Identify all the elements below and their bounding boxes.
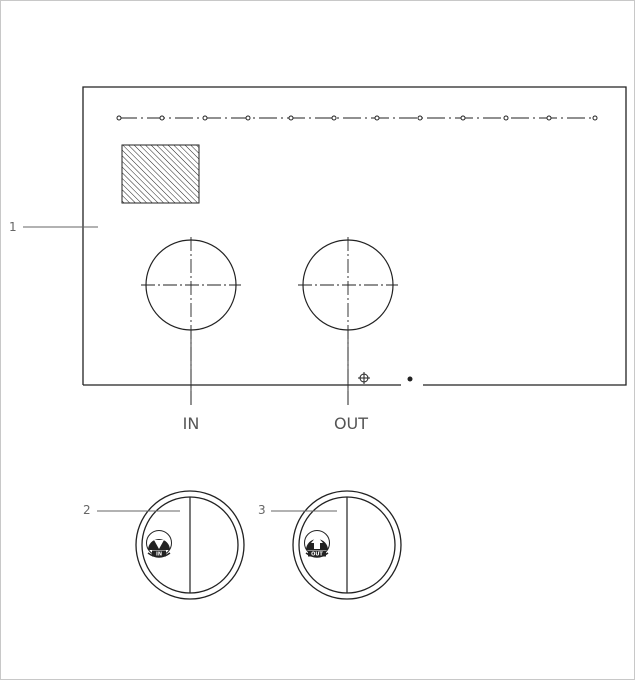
port-out-label: OUT <box>334 414 368 433</box>
mounting-hole <box>202 115 208 121</box>
panel-outline <box>82 86 627 386</box>
port-in <box>141 237 241 405</box>
cap-out-text: OUT <box>311 552 323 558</box>
cap-in: IN <box>135 490 245 600</box>
mounting-hole <box>592 115 598 121</box>
callout-number-2: 2 <box>83 503 91 517</box>
mounting-hole <box>159 115 165 121</box>
mounting-hole <box>460 115 466 121</box>
cap-in-text: IN <box>156 552 162 558</box>
cap-out: OUT <box>292 490 402 600</box>
mounting-hole <box>546 115 552 121</box>
callout-number-3: 3 <box>258 503 266 517</box>
indicator-dot <box>407 376 413 382</box>
port-in-label: IN <box>183 414 200 433</box>
mounting-hole <box>331 115 337 121</box>
callout-panel: 1 <box>9 220 98 234</box>
crosshair-circle-icon <box>358 372 370 384</box>
mounting-hole <box>116 115 122 121</box>
callout-number-1: 1 <box>9 220 17 234</box>
mounting-line <box>116 115 598 121</box>
mounting-hole <box>417 115 423 121</box>
hatched-label-area <box>121 144 200 204</box>
mounting-hole <box>245 115 251 121</box>
mounting-hole <box>503 115 509 121</box>
callout-cap-out: 3 <box>258 503 337 517</box>
arrow-up-icon <box>304 530 330 558</box>
mounting-hole <box>288 115 294 121</box>
port-out <box>298 237 398 405</box>
callout-cap-in: 2 <box>83 503 180 517</box>
mounting-hole <box>374 115 380 121</box>
